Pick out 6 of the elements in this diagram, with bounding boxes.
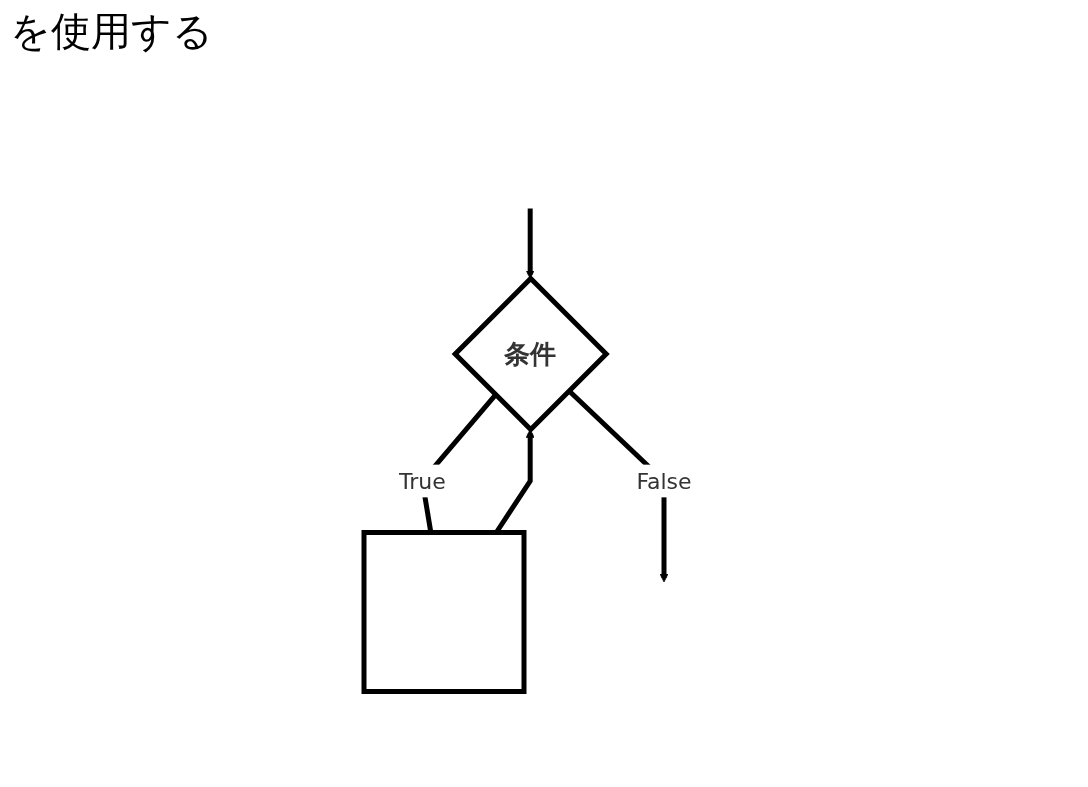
arrow: [525, 208, 535, 279]
note-text: を使用する: [10, 7, 213, 56]
edge-label: False: [636, 468, 692, 494]
edge-label: True: [398, 468, 446, 494]
node-box: [361, 530, 527, 694]
node-diamond: 条件: [451, 274, 610, 434]
